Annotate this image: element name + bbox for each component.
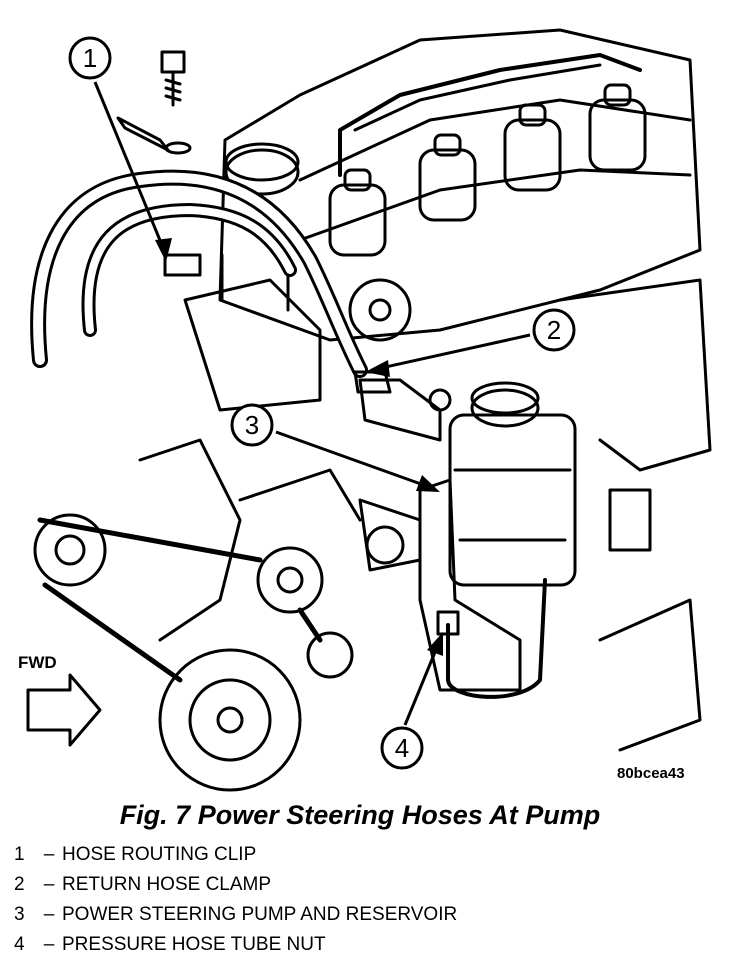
callout-1-circle — [68, 36, 112, 80]
cylinder-head — [218, 28, 702, 342]
callout-1-label: 1 — [83, 43, 97, 73]
callout-3-circle — [230, 403, 274, 447]
mounting-bracket — [183, 278, 322, 412]
oil-filler-cap — [224, 148, 300, 196]
valve-cover-ridge — [298, 98, 692, 182]
callout-3-label: 3 — [245, 410, 259, 440]
reservoir — [448, 413, 577, 587]
fuel-rail — [338, 53, 642, 177]
fwd-arrow — [26, 673, 102, 747]
reservoir-cap — [470, 388, 540, 428]
pulley-idler — [306, 631, 354, 679]
legend-separator: – — [43, 874, 55, 895]
legend-number: 4 — [14, 934, 25, 955]
callout-2-label: 2 — [547, 315, 561, 345]
pulley-left — [33, 513, 107, 587]
callout-2-circle — [532, 308, 576, 352]
legend-separator: – — [43, 934, 55, 955]
bolt — [160, 50, 186, 107]
hose-routing-clip — [163, 253, 202, 277]
tube-nut — [436, 610, 460, 636]
legend-separator: – — [43, 904, 55, 925]
legend-item: 1–HOSE ROUTING CLIP — [14, 840, 457, 870]
pulley-center — [256, 546, 324, 614]
image-code: 80bcea43 — [617, 765, 685, 782]
legend-list: 1–HOSE ROUTING CLIP 2–RETURN HOSE CLAMP … — [14, 840, 457, 960]
legend-number: 2 — [14, 874, 25, 895]
ignition-coils — [328, 83, 647, 257]
figure-caption: Fig. 7 Power Steering Hoses At Pump — [119, 800, 601, 830]
drive-belt — [37, 517, 323, 683]
pressure-line — [446, 578, 547, 699]
crank-pulley — [158, 648, 302, 792]
legend-text: HOSE ROUTING CLIP — [62, 844, 257, 865]
legend-item: 4–PRESSURE HOSE TUBE NUT — [14, 930, 457, 960]
legend-text: POWER STEERING PUMP AND RESERVOIR — [62, 904, 458, 925]
legend-item: 3–POWER STEERING PUMP AND RESERVOIR — [14, 900, 457, 930]
fwd-label: FWD — [18, 653, 57, 672]
engine-diagram: FWD 1 2 3 4 80bcea43 — [18, 28, 712, 792]
callout-4-circle — [380, 726, 424, 770]
legend-text: RETURN HOSE CLAMP — [62, 874, 272, 895]
legend-item: 2–RETURN HOSE CLAMP — [14, 870, 457, 900]
legend-separator: – — [43, 844, 55, 865]
callout-4-label: 4 — [395, 733, 409, 763]
legend-number: 3 — [14, 904, 25, 925]
pump-body — [418, 478, 522, 692]
legend-number: 1 — [14, 844, 25, 865]
legend-text: PRESSURE HOSE TUBE NUT — [62, 934, 326, 955]
